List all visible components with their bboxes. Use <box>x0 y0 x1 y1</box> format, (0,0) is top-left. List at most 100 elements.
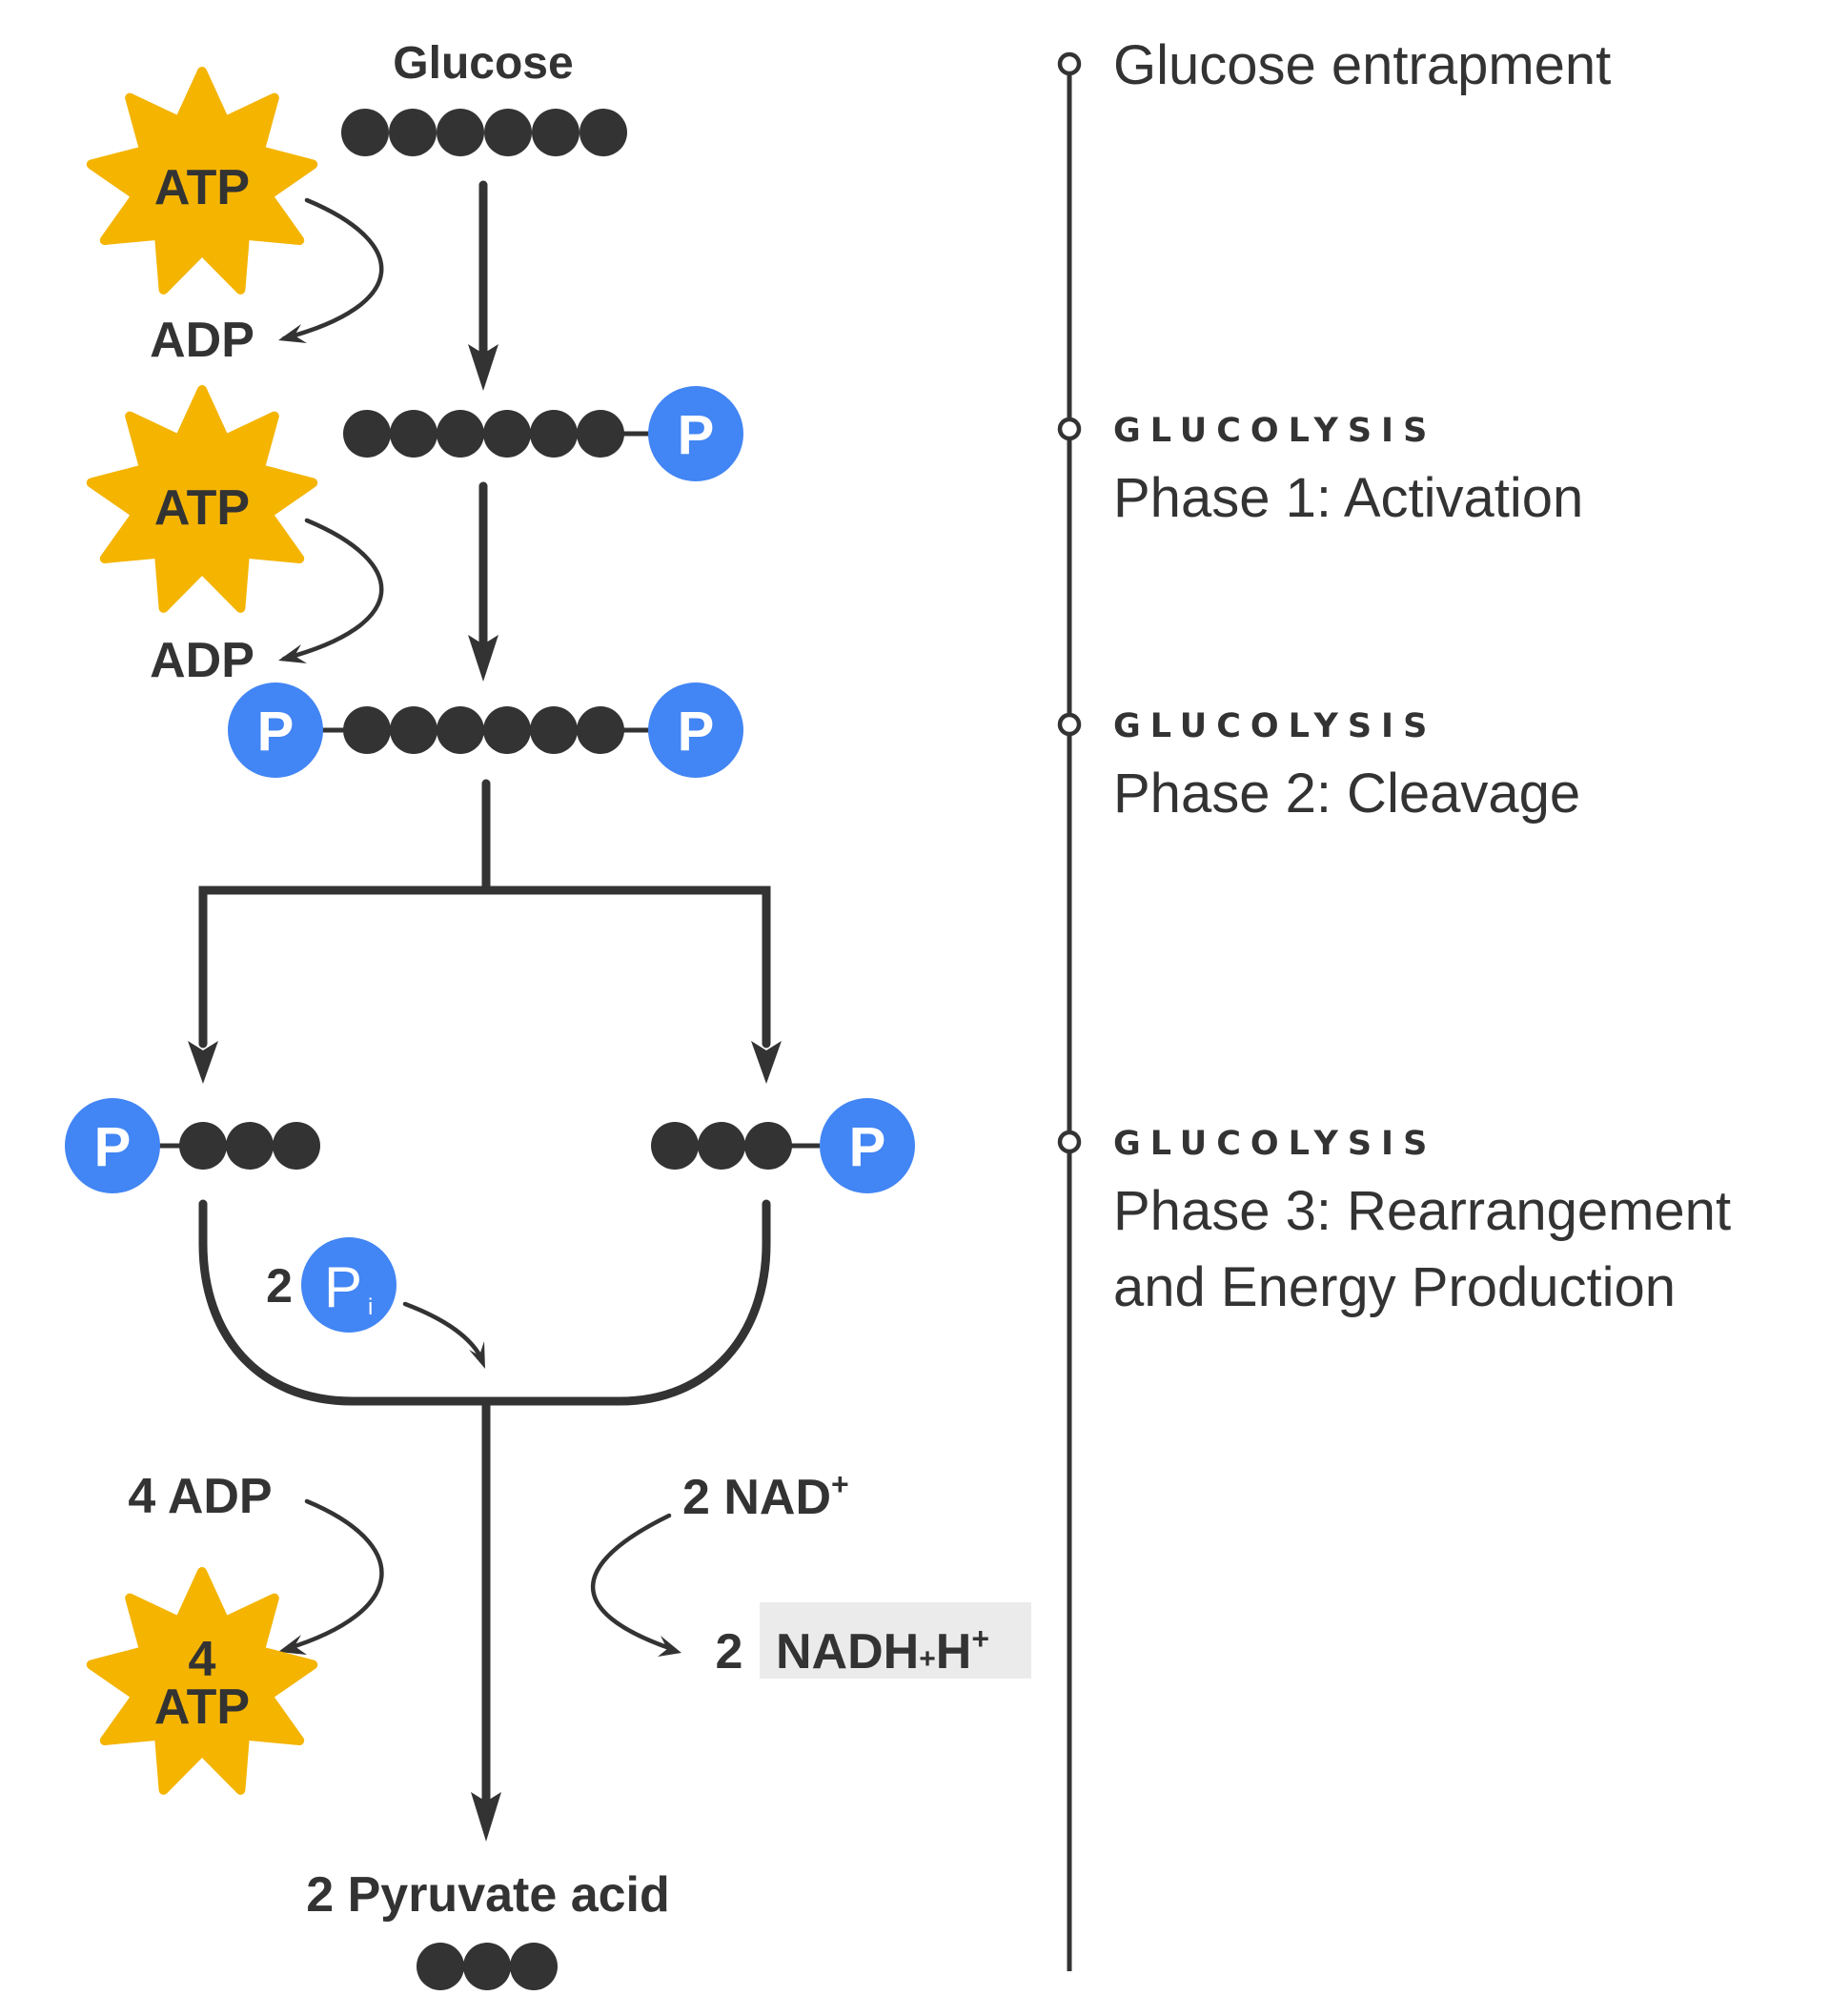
carbon-bead <box>580 109 627 156</box>
carbon-bead <box>226 1122 274 1170</box>
timeline-title: Phase 2: Cleavage <box>1113 763 1580 825</box>
carbon-bead <box>417 1943 464 1990</box>
timeline-dot-icon <box>1057 417 1082 441</box>
nad-count: 2 <box>682 1470 710 1525</box>
timeline-item: Glucose entrapment <box>1057 34 1611 96</box>
nadh-h: H <box>936 1624 972 1680</box>
carbon-bead <box>390 706 437 754</box>
cleavage-split-lines <box>198 779 771 1049</box>
timeline-title: and Energy Production <box>1113 1256 1676 1318</box>
atp-to-adp-arrow-2 <box>281 518 384 662</box>
arrowhead-icon <box>751 1041 782 1084</box>
nadh-highlight-box <box>760 1602 1031 1679</box>
phosphate-circle <box>65 1098 160 1193</box>
pi-count: 2 <box>266 1259 293 1313</box>
carbon-bead <box>744 1122 792 1170</box>
carbon-bead <box>510 1943 558 1990</box>
carbon-bead <box>698 1122 745 1170</box>
pi-subscript: i <box>368 1294 373 1320</box>
arrowhead-icon <box>471 1792 501 1842</box>
phosphate-circle <box>648 386 743 481</box>
nadh-label: NADH+H+ <box>776 1621 989 1680</box>
timeline-kicker: GLUCOLYSIS <box>1113 707 1436 745</box>
adp-label-1: ADP <box>150 313 254 368</box>
atp-label-2: ATP <box>154 480 250 536</box>
pyruvate-label: 2 Pyruvate acid <box>306 1867 670 1923</box>
nad-text: NAD <box>723 1470 831 1525</box>
glucose-label: Glucose <box>393 38 573 89</box>
left-three-carbon-fragment: P <box>65 1098 320 1193</box>
phosphate-circle <box>301 1237 396 1333</box>
phosphate-label: P <box>678 701 715 763</box>
pi-label: P <box>324 1255 362 1319</box>
timeline-dot-icon <box>1057 712 1082 737</box>
arrowhead-icon <box>468 344 498 391</box>
carbon-bead <box>389 109 437 156</box>
nad-to-nadh-arrow <box>591 1513 675 1652</box>
carbon-bead <box>179 1122 227 1170</box>
carbon-bead <box>437 410 484 458</box>
carbon-bead <box>273 1122 320 1170</box>
carbon-bead <box>484 109 532 156</box>
atp-label-1: ATP <box>154 160 250 215</box>
carbon-bead <box>437 706 484 754</box>
arrowhead-icon <box>468 635 498 682</box>
carbon-bead <box>437 109 484 156</box>
pi-arrow <box>402 1301 484 1361</box>
carbon-bead <box>341 109 389 156</box>
atp-label-3: ATP <box>154 1680 250 1735</box>
carbon-bead <box>390 410 437 458</box>
pyruvate-molecule <box>417 1943 558 1990</box>
adp-label-2: ADP <box>150 633 254 688</box>
atp-star-icon <box>86 67 318 295</box>
phosphate-circle <box>820 1098 915 1193</box>
carbon-bead <box>483 410 531 458</box>
atp-count: 4 <box>189 1632 216 1687</box>
nadh-text: NADH <box>776 1624 919 1680</box>
timeline-title: Glucose entrapment <box>1113 34 1611 96</box>
phosphate-label: P <box>257 701 295 763</box>
arrowhead-icon <box>658 1636 681 1657</box>
nad-label: 2 NAD+ <box>682 1467 849 1525</box>
carbon-bead <box>530 706 578 754</box>
right-three-carbon-fragment: P <box>651 1098 915 1193</box>
phosphate-circle <box>648 682 743 778</box>
arrowhead-icon <box>278 1635 307 1655</box>
adp-input-label: 4 ADP <box>128 1469 272 1524</box>
timeline-item: GLUCOLYSIS Phase 2: Cleavage <box>1057 707 1580 825</box>
carbon-bead <box>463 1943 511 1990</box>
glucose-6-phosphate: P <box>343 386 743 481</box>
atp-star-2: ATP <box>86 385 318 613</box>
carbon-bead <box>577 706 624 754</box>
phosphate-label: P <box>849 1116 886 1178</box>
nad-superscript: + <box>831 1467 849 1501</box>
carbon-bead <box>343 410 391 458</box>
phosphate-label: P <box>678 404 715 466</box>
timeline-title: Phase 3: Rearrangement <box>1113 1180 1731 1242</box>
atp-star-3: 4 ATP <box>86 1567 318 1795</box>
atp-star-icon <box>86 385 318 613</box>
adp-to-atp-arrow <box>283 1498 384 1652</box>
nadh-h-superscript: + <box>971 1621 989 1656</box>
arrowhead-icon <box>278 324 307 343</box>
arrowhead-icon <box>278 644 307 663</box>
phosphate-label: P <box>94 1116 132 1178</box>
timeline-dot-icon <box>1057 1130 1082 1154</box>
nadh-count: 2 <box>716 1624 743 1680</box>
carbon-bead <box>343 706 391 754</box>
phosphate-circle <box>228 682 323 778</box>
arrowhead-icon <box>188 1041 218 1084</box>
carbon-bead <box>530 410 578 458</box>
atp-to-adp-arrow-1 <box>281 197 384 341</box>
atp-star-1: ATP <box>86 67 318 295</box>
carbon-bead <box>532 109 580 156</box>
timeline-dot-icon <box>1057 51 1082 76</box>
arrowhead-icon <box>469 1341 485 1369</box>
atp-star-icon <box>86 1567 318 1795</box>
carbon-bead <box>577 410 624 458</box>
carbon-bead <box>483 706 531 754</box>
